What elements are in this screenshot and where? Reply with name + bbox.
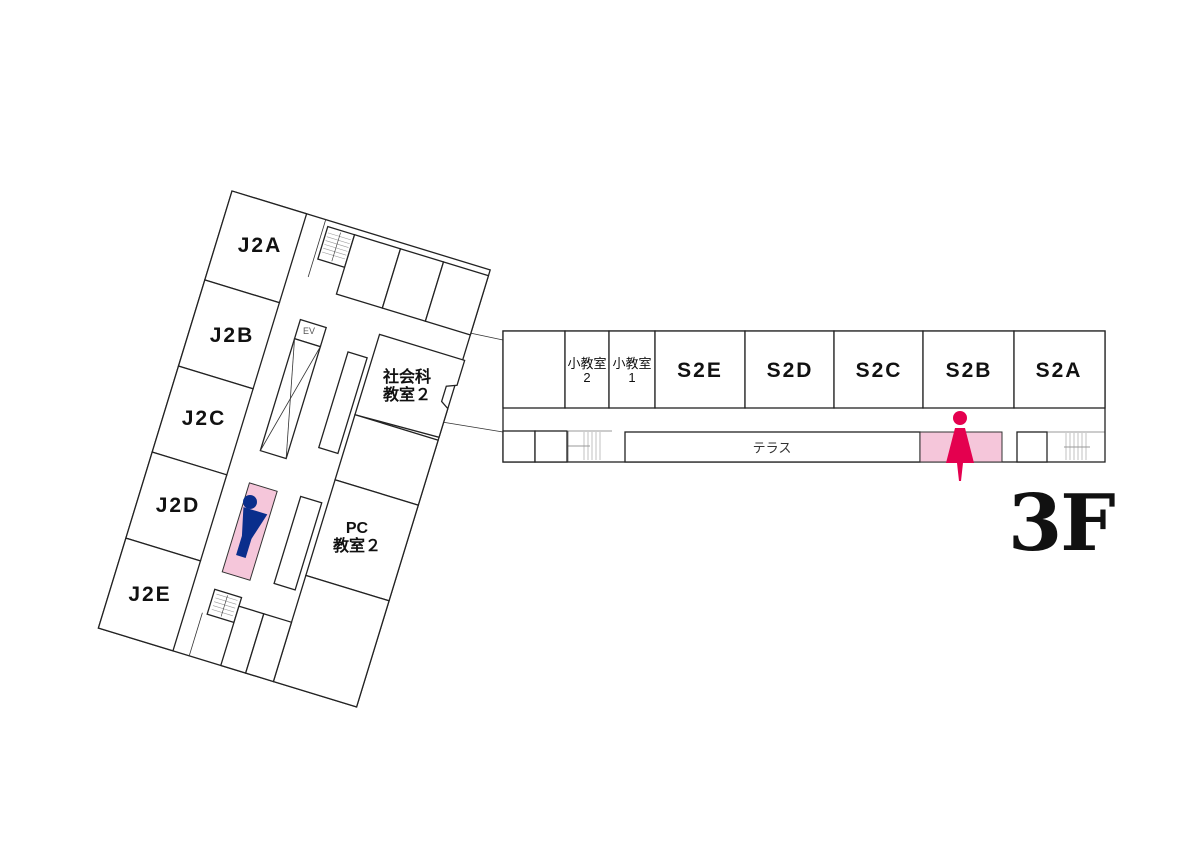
- room-label-s2a: S2A: [1035, 359, 1083, 382]
- stairs-icon: [322, 232, 351, 262]
- left-wing: [97, 190, 492, 708]
- column-block: [273, 495, 323, 591]
- small-room-2-label: 小教室 2: [567, 357, 606, 385]
- connector-wall: [469, 332, 504, 341]
- room-label-j2b: J2B: [209, 324, 255, 347]
- elevator-label: EV: [302, 326, 316, 336]
- column-block: [317, 351, 368, 455]
- room-s2a[interactable]: [1013, 330, 1106, 409]
- social-room-label: 社会科 教室２: [383, 369, 431, 405]
- room-label-j2e: J2E: [128, 583, 172, 606]
- room-s2e[interactable]: [654, 330, 746, 409]
- room-s2c[interactable]: [833, 330, 924, 409]
- stairs-icon: [211, 593, 238, 617]
- terrace[interactable]: [624, 431, 921, 463]
- room-social-studies-2[interactable]: [354, 333, 466, 440]
- room[interactable]: [502, 330, 566, 409]
- room[interactable]: [1016, 431, 1048, 463]
- pc-room-line1: PC: [345, 520, 369, 537]
- room-s2b[interactable]: [922, 330, 1015, 409]
- room-j2e[interactable]: [97, 537, 202, 652]
- room[interactable]: [502, 430, 536, 463]
- room[interactable]: [244, 612, 293, 683]
- stairs-icon: [567, 430, 612, 462]
- right-wing: [502, 330, 1106, 463]
- room-label-s2d: S2D: [766, 359, 814, 382]
- social-room-line2: 教室２: [382, 387, 432, 404]
- connector-wall: [441, 421, 504, 433]
- room-label-s2b: S2B: [945, 359, 993, 382]
- room-small-2[interactable]: [564, 330, 610, 409]
- room[interactable]: [424, 261, 490, 336]
- terrace-label: テラス: [752, 440, 792, 456]
- small-room-2-line2: 2: [583, 370, 591, 385]
- small-room-2-line1: 小教室: [567, 356, 607, 371]
- room-label-j2d: J2D: [155, 494, 201, 517]
- small-room-1-label: 小教室 1: [612, 357, 651, 385]
- pc-room-line2: 教室２: [332, 538, 382, 555]
- room-s2d[interactable]: [744, 330, 835, 409]
- female-restroom-icon: [946, 411, 974, 481]
- room-label-j2a: J2A: [237, 234, 283, 257]
- corridor-wall: [307, 219, 327, 278]
- male-restroom-icon: [236, 495, 268, 558]
- pc-room-label: PC 教室２: [333, 520, 381, 556]
- stairs-icon: [1046, 431, 1105, 462]
- room-label-j2c: J2C: [181, 407, 227, 430]
- wall: [188, 612, 203, 656]
- small-room-1-line2: 1: [628, 370, 636, 385]
- social-room-line1: 社会科: [382, 369, 432, 386]
- room[interactable]: [534, 430, 568, 463]
- room-label-s2e: S2E: [677, 359, 723, 382]
- small-room-1-line1: 小教室: [612, 356, 652, 371]
- shaft-cross: [259, 346, 321, 451]
- room-small-1[interactable]: [608, 330, 656, 409]
- floor-label: 3F: [1008, 478, 1116, 569]
- room-label-s2c: S2C: [855, 359, 903, 382]
